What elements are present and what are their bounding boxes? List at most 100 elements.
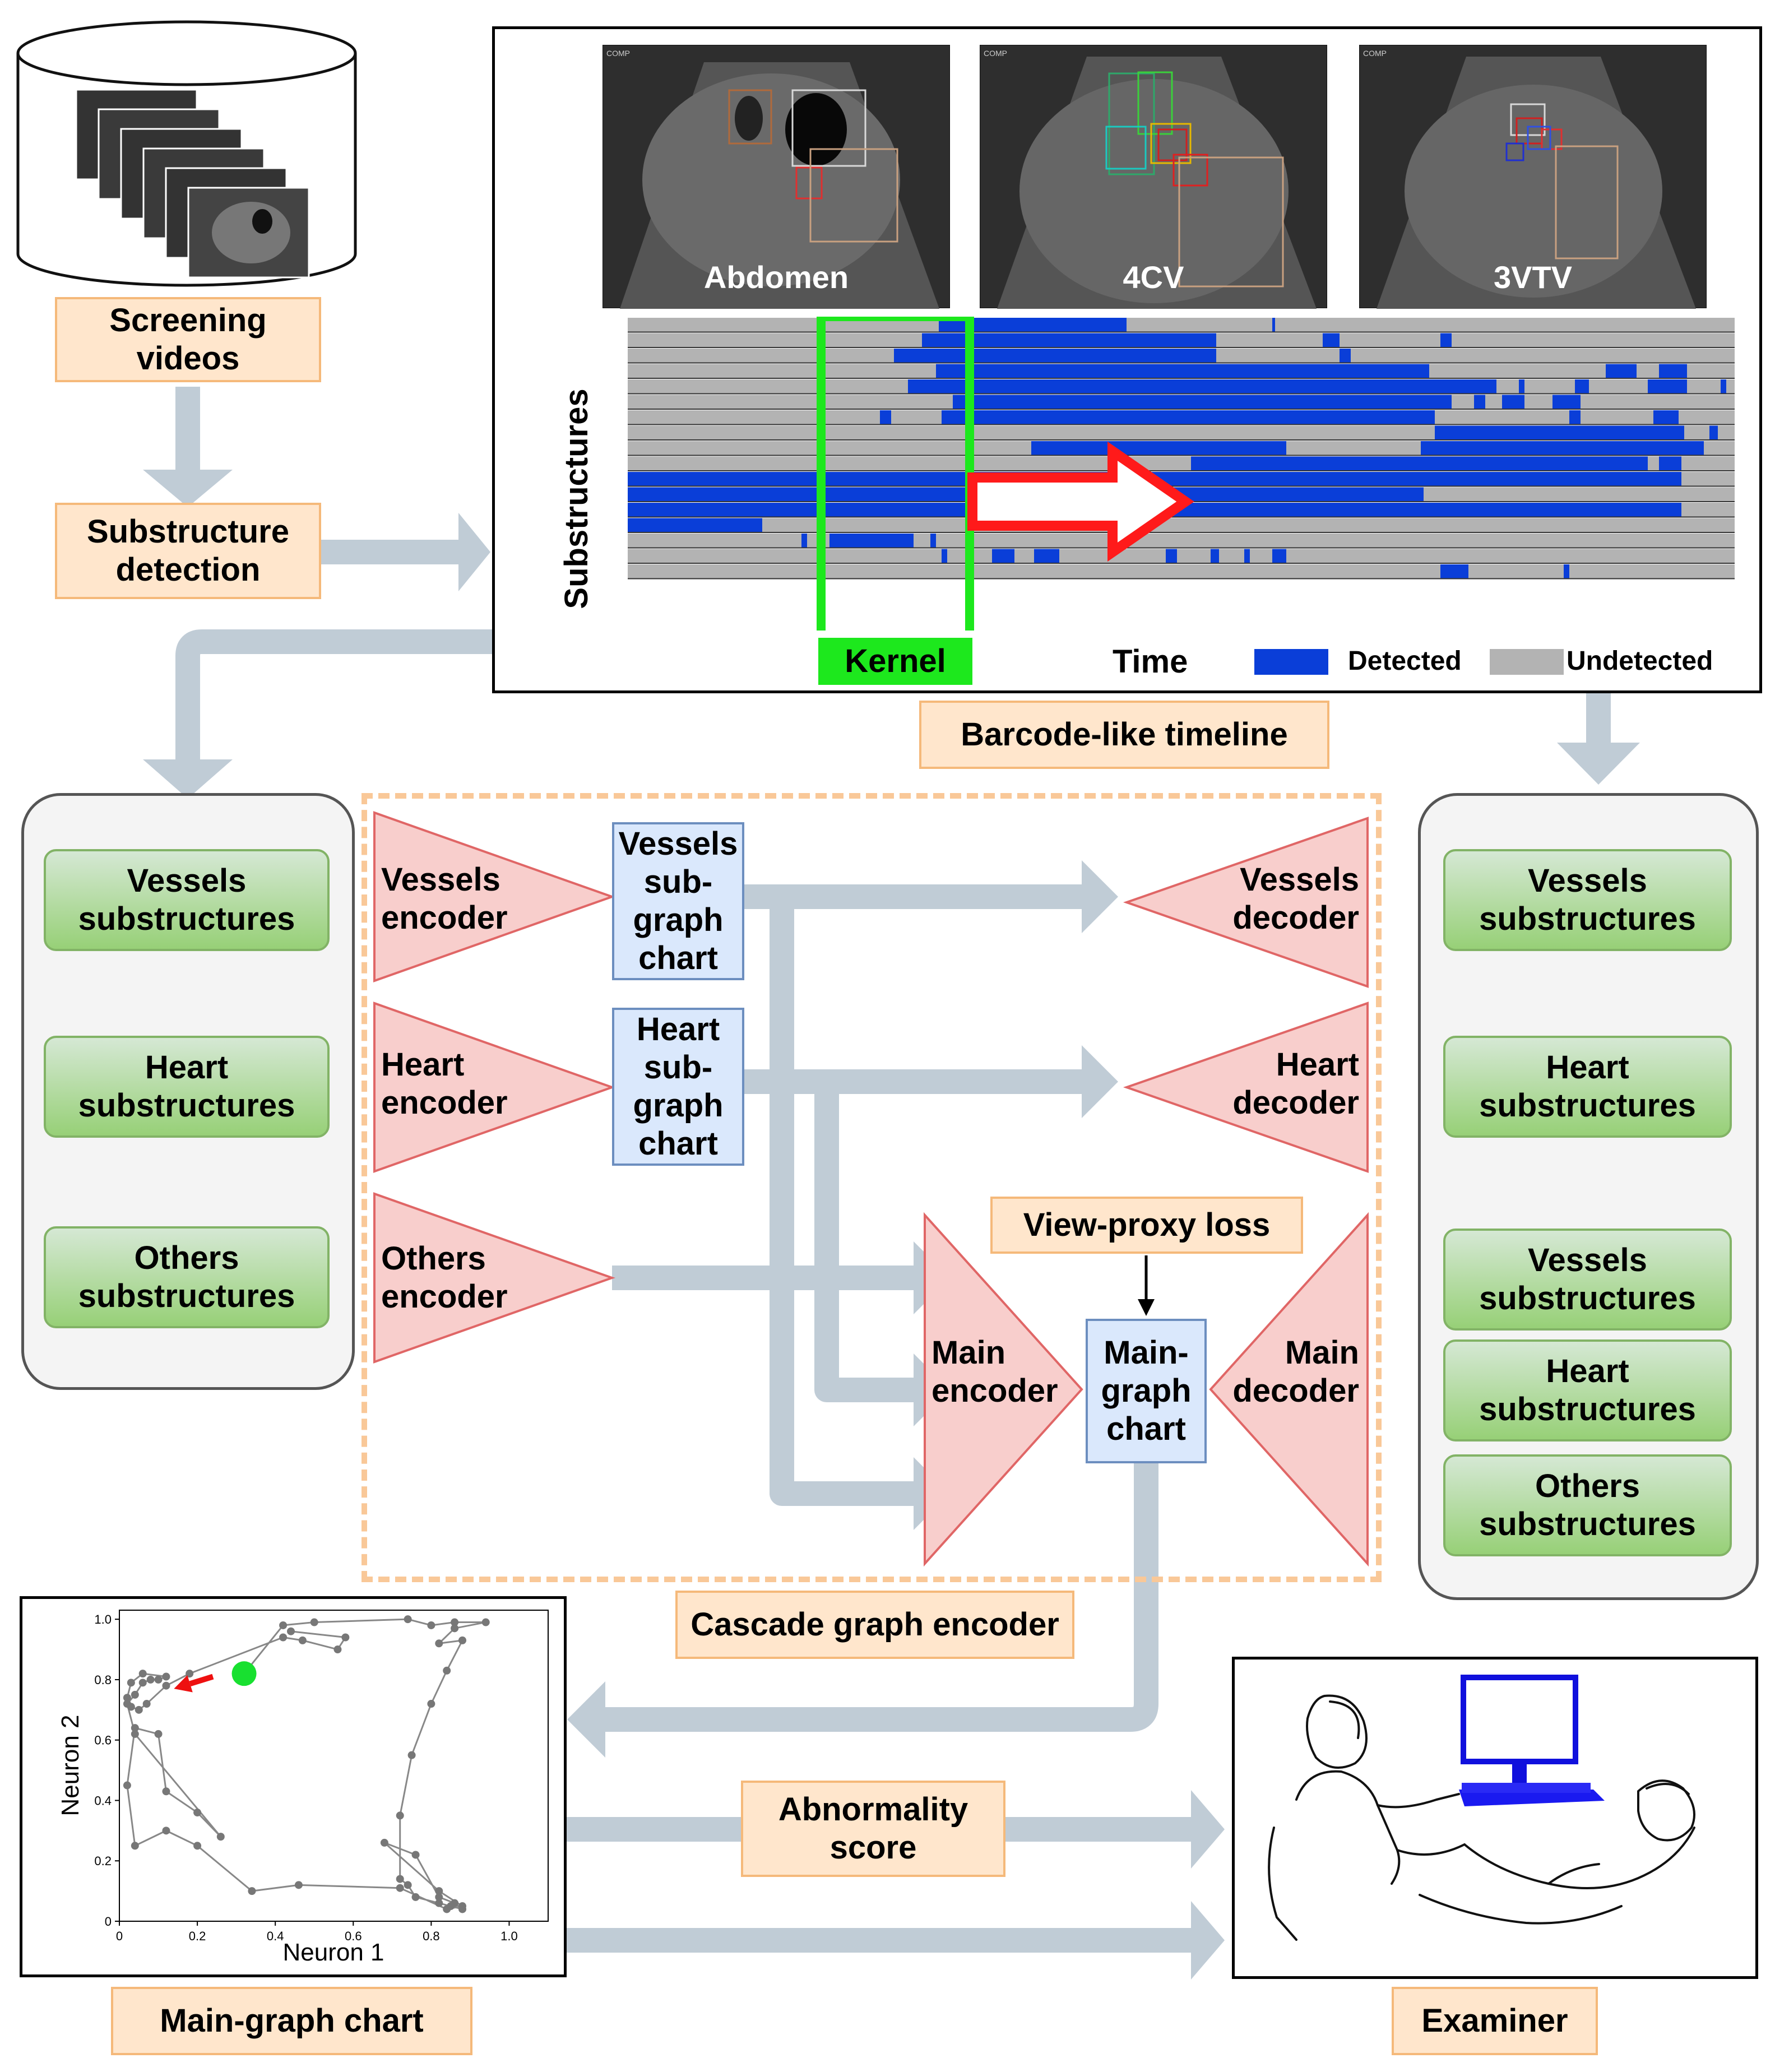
- right-others-substructures: Others substructures: [1443, 1454, 1732, 1556]
- right-vessels-substructures-2: Vessels substructures: [1443, 1229, 1732, 1331]
- trajectory-point: [162, 1681, 170, 1690]
- barcode-detected-segment: [1191, 456, 1648, 470]
- video-database-icon: [16, 20, 357, 287]
- vessels-encoder-text: Vessels encoder: [381, 861, 508, 936]
- trajectory-point: [427, 1700, 435, 1708]
- barcode-detected-segment: [1575, 379, 1589, 393]
- examiner-label: Examiner: [1421, 2003, 1568, 2039]
- barcode-detected-segment: [1519, 379, 1524, 393]
- barcode-detected-segment: [1474, 395, 1485, 409]
- x-tick-label: 0.4: [267, 1929, 284, 1943]
- barcode-detected-segment: [1272, 549, 1286, 563]
- trajectory-point: [162, 1827, 170, 1835]
- y-tick-label: 0: [105, 1915, 112, 1929]
- others-encoder-shape: [373, 1192, 615, 1364]
- main-encoder-label: Main encoder: [931, 1334, 1066, 1410]
- substructure-detection-label: Substructure detection: [87, 513, 289, 588]
- legend-undetected-swatch: [1490, 649, 1564, 675]
- barcode-detected-segment: [1390, 487, 1412, 501]
- vessels-encoder-label: Vessels encoder: [381, 861, 527, 937]
- heart-decoder-label: Heart decoder: [1211, 1046, 1359, 1122]
- trajectory-point: [138, 1670, 147, 1678]
- trajectory-point: [154, 1730, 163, 1738]
- barcode-timeline: [628, 317, 1735, 631]
- barcode-detected-segment: [992, 549, 1014, 563]
- barcode-detected-segment: [1653, 410, 1679, 424]
- barcode-detected-segment: [1606, 364, 1637, 378]
- barcode-detected-segment: [628, 518, 762, 532]
- scatter-plot-area: [119, 1610, 549, 1922]
- trajectory-point: [458, 1636, 466, 1644]
- y-tick-label: 1.0: [94, 1612, 112, 1626]
- left-others-label: Others substructures: [78, 1240, 295, 1314]
- view-label-4cv: 4CV: [1123, 259, 1184, 295]
- trajectory-point: [396, 1875, 404, 1883]
- vessels-encoder-shape: [373, 811, 615, 982]
- barcode-detected-segment: [942, 410, 1435, 424]
- right-others-label: Others substructures: [1479, 1468, 1696, 1542]
- x-tick-label: 1.0: [500, 1929, 518, 1943]
- cascade-encoder-box: Cascade graph encoder: [675, 1591, 1074, 1659]
- ultrasound-4cv: COMP 4CV: [980, 45, 1327, 309]
- barcode-detected-segment: [1659, 456, 1681, 470]
- trajectory-point: [411, 1893, 420, 1901]
- trajectory-point: [248, 1887, 256, 1895]
- main-decoder-label: Main decoder: [1219, 1334, 1359, 1410]
- trajectory-point: [193, 1809, 202, 1817]
- trajectory-point: [451, 1624, 459, 1633]
- legend-detected-swatch: [1254, 649, 1328, 675]
- main-encoder-text: Main encoder: [931, 1334, 1058, 1409]
- trajectory-point: [310, 1618, 318, 1626]
- barcode-row: [628, 518, 1735, 532]
- kernel-label: Kernel: [845, 643, 946, 679]
- view-proxy-loss-label: View-proxy loss: [1023, 1207, 1271, 1243]
- vessels-decoder-text: Vessels decoder: [1232, 861, 1359, 936]
- barcode-detected-segment: [1502, 395, 1524, 409]
- trajectory-point: [404, 1881, 412, 1889]
- trajectory-point: [481, 1618, 490, 1626]
- barcode-detected-segment: [1721, 379, 1726, 393]
- trajectory-point: [279, 1621, 288, 1629]
- connector-vessels-branch: [743, 884, 1093, 1506]
- trajectory-point: [193, 1842, 202, 1850]
- trajectory-point: [341, 1633, 350, 1642]
- trajectory-point: [162, 1672, 170, 1681]
- right-heart-substructures-1: Heart substructures: [1443, 1036, 1732, 1138]
- examiner-box: Examiner: [1392, 1987, 1598, 2055]
- heart-encoder-text: Heart encoder: [381, 1046, 508, 1121]
- vessels-subgraph-label: Vessels sub-graph chart: [618, 826, 738, 976]
- view-label-3vtv: 3VTV: [1493, 259, 1573, 295]
- comp-tag: COMP: [984, 49, 1007, 58]
- screening-videos-box: Screening videos: [55, 297, 321, 382]
- barcode-detected-segment: [930, 534, 936, 548]
- trajectory-point: [287, 1627, 295, 1635]
- trajectory-point: [123, 1781, 131, 1790]
- main-decoder-shape: [1209, 1212, 1369, 1567]
- barcode-detected-segment: [1244, 549, 1250, 563]
- view-label-abdomen: Abdomen: [703, 259, 849, 295]
- comp-tag: COMP: [606, 49, 630, 58]
- connector-main-graph-to-chart: [594, 1463, 1158, 1732]
- trajectory-point: [186, 1670, 194, 1678]
- direction-arrow-shaft: [189, 1674, 214, 1686]
- ultrasound-3vtv: COMP 3VTV: [1359, 45, 1707, 309]
- trajectory-point: [407, 1751, 416, 1759]
- others-encoder-text: Others encoder: [381, 1240, 508, 1315]
- scatter-x-label: Neuron 1: [282, 1939, 384, 1966]
- view-proxy-loss-box: View-proxy loss: [990, 1197, 1303, 1254]
- trajectory-point: [135, 1705, 143, 1714]
- x-tick-label: 0.8: [423, 1929, 440, 1943]
- barcode-detected-segment: [894, 349, 1216, 363]
- heart-encoder-shape: [373, 1002, 615, 1173]
- left-vessels-label: Vessels substructures: [78, 863, 295, 937]
- trajectory-point: [142, 1700, 151, 1708]
- abnormality-score-box: Abnormality score: [741, 1781, 1005, 1877]
- trajectory-point: [443, 1666, 451, 1675]
- trajectory-point: [123, 1694, 131, 1702]
- right-heart-substructures-2: Heart substructures: [1443, 1339, 1732, 1441]
- barcode-detected-segment: [801, 534, 807, 548]
- barcode-detected-segment: [1031, 441, 1286, 455]
- kernel-label-bg: Kernel: [818, 638, 972, 685]
